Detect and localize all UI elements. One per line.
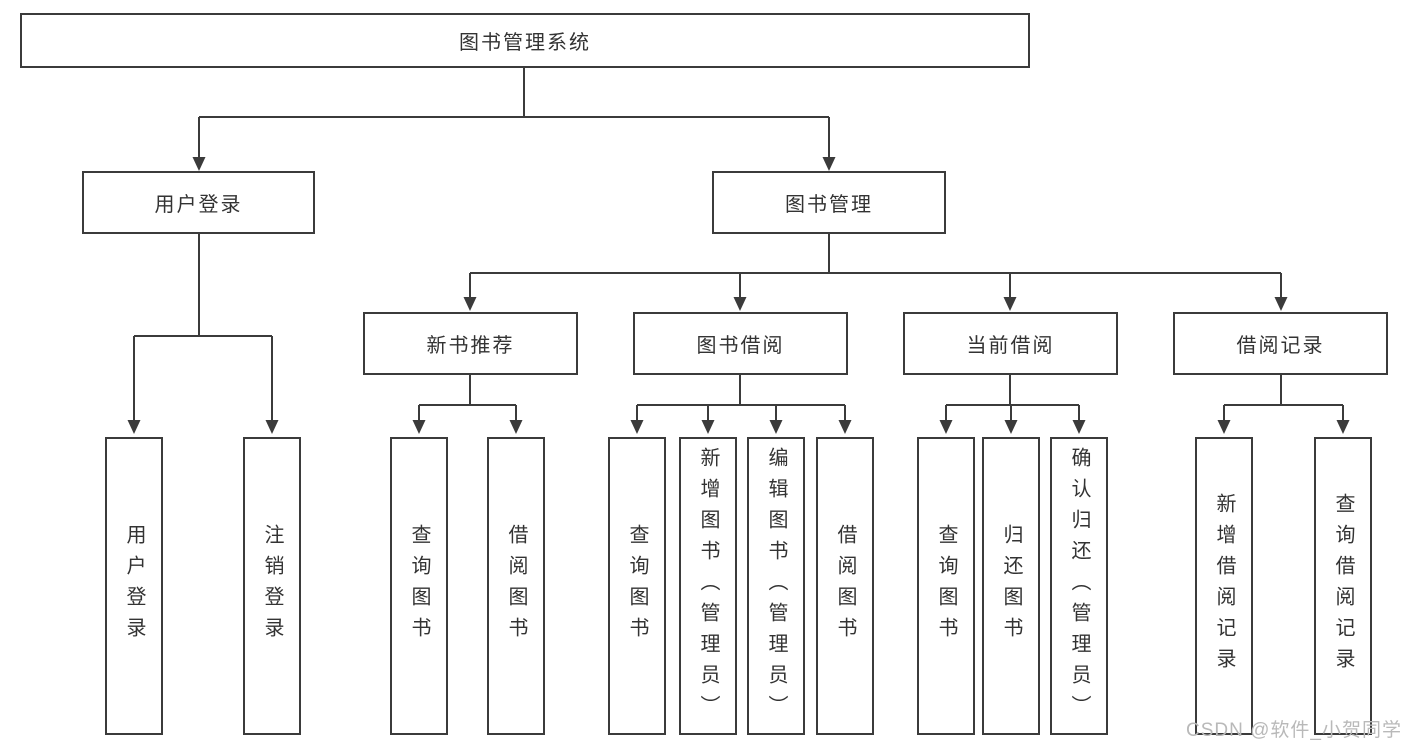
leaf-edit-books-admin: 编辑图书（管理员） (747, 437, 805, 735)
leaf-add-borrow-record-label: 新增借阅记录 (1213, 493, 1235, 679)
leaf-recommend-query-books-label: 查询图书 (408, 524, 430, 648)
node-user-login-label: 用户登录 (154, 194, 243, 216)
leaf-add-borrow-record: 新增借阅记录 (1195, 437, 1253, 735)
leaf-query-borrow-record: 查询借阅记录 (1314, 437, 1372, 735)
leaf-edit-books-admin-label: 编辑图书（管理员） (765, 446, 787, 726)
node-book-management: 图书管理 (712, 171, 946, 234)
node-current-borrowing-label: 当前借阅 (966, 335, 1055, 357)
leaf-add-books-admin: 新增图书（管理员） (679, 437, 737, 735)
node-book-borrowing: 图书借阅 (633, 312, 848, 375)
node-root: 图书管理系统 (20, 13, 1030, 68)
node-new-book-recommend: 新书推荐 (363, 312, 578, 375)
node-root-label: 图书管理系统 (459, 32, 591, 54)
leaf-user-login: 用户登录 (105, 437, 163, 735)
leaf-borrow-books: 借阅图书 (816, 437, 874, 735)
leaf-confirm-return-admin-label: 确认归还（管理员） (1068, 446, 1090, 726)
node-new-book-recommend-label: 新书推荐 (426, 335, 515, 357)
leaf-logout-label: 注销登录 (261, 524, 283, 648)
leaf-recommend-borrow-books-label: 借阅图书 (505, 524, 527, 648)
leaf-return-books: 归还图书 (982, 437, 1040, 735)
node-borrow-records-label: 借阅记录 (1236, 335, 1325, 357)
leaf-confirm-return-admin: 确认归还（管理员） (1050, 437, 1108, 735)
node-book-management-label: 图书管理 (785, 194, 873, 216)
leaf-current-query-books: 查询图书 (917, 437, 975, 735)
leaf-current-query-books-label: 查询图书 (935, 524, 957, 648)
node-current-borrowing: 当前借阅 (903, 312, 1118, 375)
leaf-recommend-borrow-books: 借阅图书 (487, 437, 545, 735)
node-user-login: 用户登录 (82, 171, 315, 234)
node-borrow-records: 借阅记录 (1173, 312, 1388, 375)
leaf-recommend-query-books: 查询图书 (390, 437, 448, 735)
leaf-borrowing-query-books-label: 查询图书 (626, 524, 648, 648)
leaf-logout: 注销登录 (243, 437, 301, 735)
watermark: CSDN @软件_小贺同学 (1186, 720, 1402, 741)
leaf-user-login-label: 用户登录 (123, 524, 145, 648)
leaf-borrowing-query-books: 查询图书 (608, 437, 666, 735)
leaf-query-borrow-record-label: 查询借阅记录 (1332, 493, 1354, 679)
leaf-return-books-label: 归还图书 (1000, 524, 1022, 648)
leaf-add-books-admin-label: 新增图书（管理员） (697, 446, 719, 726)
leaf-borrow-books-label: 借阅图书 (834, 524, 856, 648)
node-book-borrowing-label: 图书借阅 (696, 335, 785, 357)
